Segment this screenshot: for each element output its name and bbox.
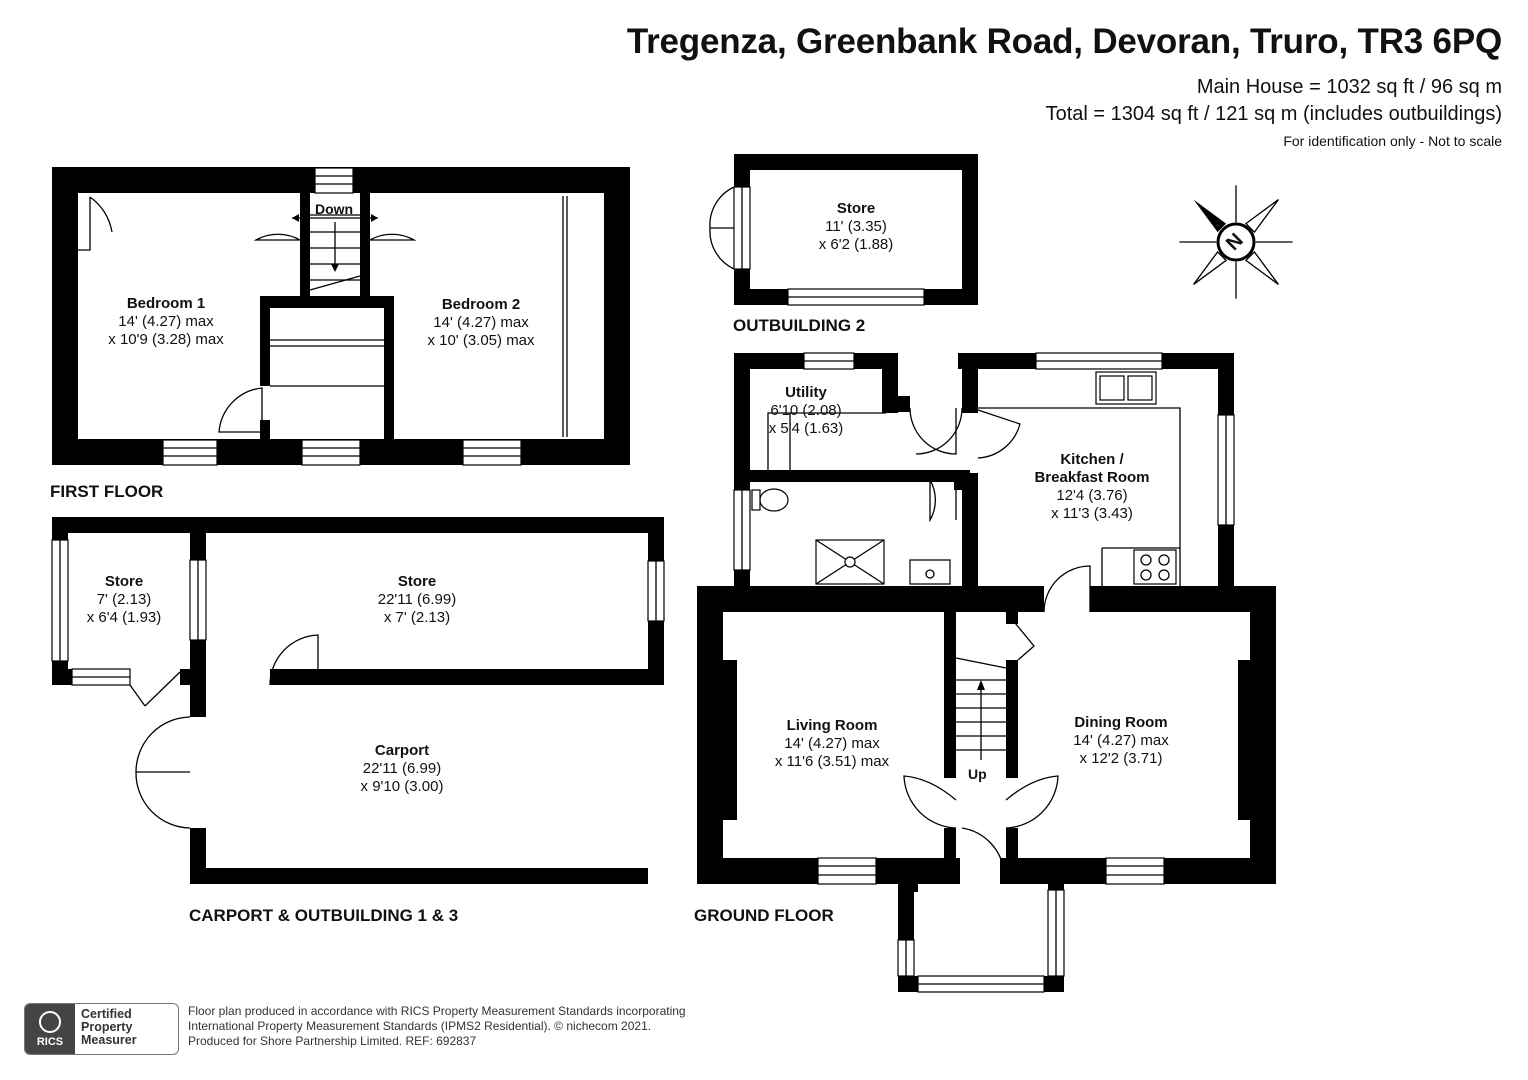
- identification-note: For identification only - Not to scale: [1283, 133, 1502, 149]
- section-ground-floor: GROUND FLOOR: [694, 906, 834, 925]
- room-kitchen-breakfast: Kitchen / Breakfast Room 12'4 (3.76) x 1…: [1034, 451, 1150, 522]
- page-title: Tregenza, Greenbank Road, Devoran, Truro…: [626, 22, 1502, 61]
- badge-text: Certified Property Measurer: [81, 1007, 137, 1047]
- room-living: Living Room 14' (4.27) max x 11'6 (3.51)…: [774, 717, 890, 770]
- section-first-floor: FIRST FLOOR: [50, 482, 164, 501]
- ground-floor-stairs: [955, 657, 1007, 760]
- room-store-small: Store 7' (2.13) x 6'4 (1.93): [86, 573, 162, 626]
- footer-text: Floor plan produced in accordance with R…: [188, 1004, 686, 1048]
- outbuilding-2-plan: [709, 154, 978, 306]
- rics-emblem-icon: [39, 1010, 61, 1033]
- stairs-down-label: Down: [315, 201, 354, 217]
- room-carport: Carport 22'11 (6.99) x 9'10 (3.00): [360, 742, 444, 795]
- ground-floor-plan: [697, 352, 1276, 993]
- room-dining: Dining Room 14' (4.27) max x 12'2 (3.71): [1073, 714, 1169, 767]
- room-utility: Utility 6'10 (2.08) x 5'4 (1.63): [768, 384, 844, 437]
- room-store-large: Store 22'11 (6.99) x 7' (2.13): [377, 573, 457, 626]
- compass-icon: [1179, 185, 1293, 299]
- stairs-up-label: Up: [968, 766, 987, 782]
- room-store-outbuilding-2: Store 11' (3.35) x 6'2 (1.88): [818, 200, 894, 253]
- room-bedroom-1: Bedroom 1 14' (4.27) max x 10'9 (3.28) m…: [108, 295, 224, 348]
- rics-logo: RICS: [25, 1004, 75, 1054]
- first-floor-stairs: [253, 214, 417, 291]
- first-floor-plan: [52, 167, 630, 466]
- carport-outbuildings-plan: [51, 517, 665, 884]
- rics-certified-badge: RICS Certified Property Measurer: [24, 1003, 179, 1055]
- room-bedroom-2: Bedroom 2 14' (4.27) max x 10' (3.05) ma…: [427, 296, 535, 349]
- main-house-area: Main House = 1032 sq ft / 96 sq m: [1196, 76, 1502, 98]
- section-outbuilding-2: OUTBUILDING 2: [733, 316, 866, 335]
- total-area: Total = 1304 sq ft / 121 sq m (includes …: [1045, 103, 1502, 125]
- section-carport-outbuildings: CARPORT & OUTBUILDING 1 & 3: [189, 906, 459, 925]
